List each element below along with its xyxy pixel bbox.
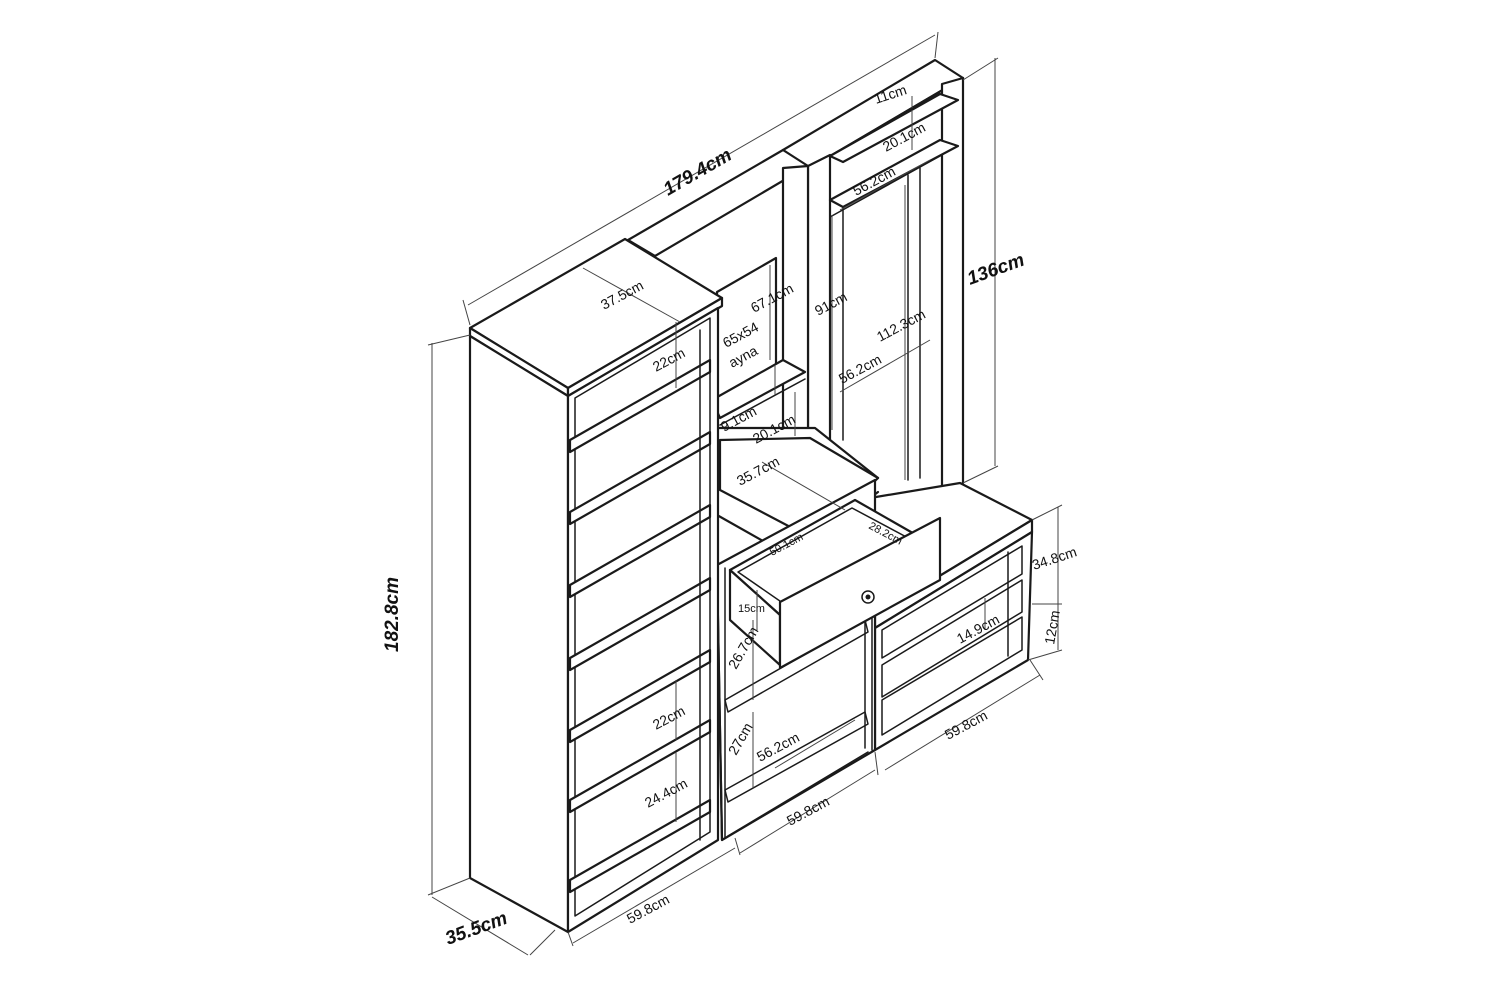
drawer[interactable] xyxy=(728,498,942,670)
right-height-label: 136cm xyxy=(965,250,1028,290)
bookcase-shelves xyxy=(568,358,712,894)
overall-height-label: 182.8cm xyxy=(382,577,403,652)
bench-height-label: 34.8cm xyxy=(1030,543,1079,572)
bench-width-label: 59.8cm xyxy=(942,707,990,743)
bench-plinth-label: 12cm xyxy=(1041,609,1063,645)
bookcase-side xyxy=(468,334,570,934)
hall-unit-right-panel xyxy=(940,76,965,497)
overall-depth-label: 35.5cm xyxy=(443,908,511,950)
drawer-front[interactable] xyxy=(778,516,942,670)
drawer-knob-icon[interactable] xyxy=(861,590,875,604)
dimension-lines xyxy=(427,31,1063,956)
drawer-height-label: 15cm xyxy=(738,603,765,615)
bookcase xyxy=(468,237,724,934)
hall-rail xyxy=(828,138,960,209)
bookcase-width-label: 59.8cm xyxy=(624,891,672,927)
